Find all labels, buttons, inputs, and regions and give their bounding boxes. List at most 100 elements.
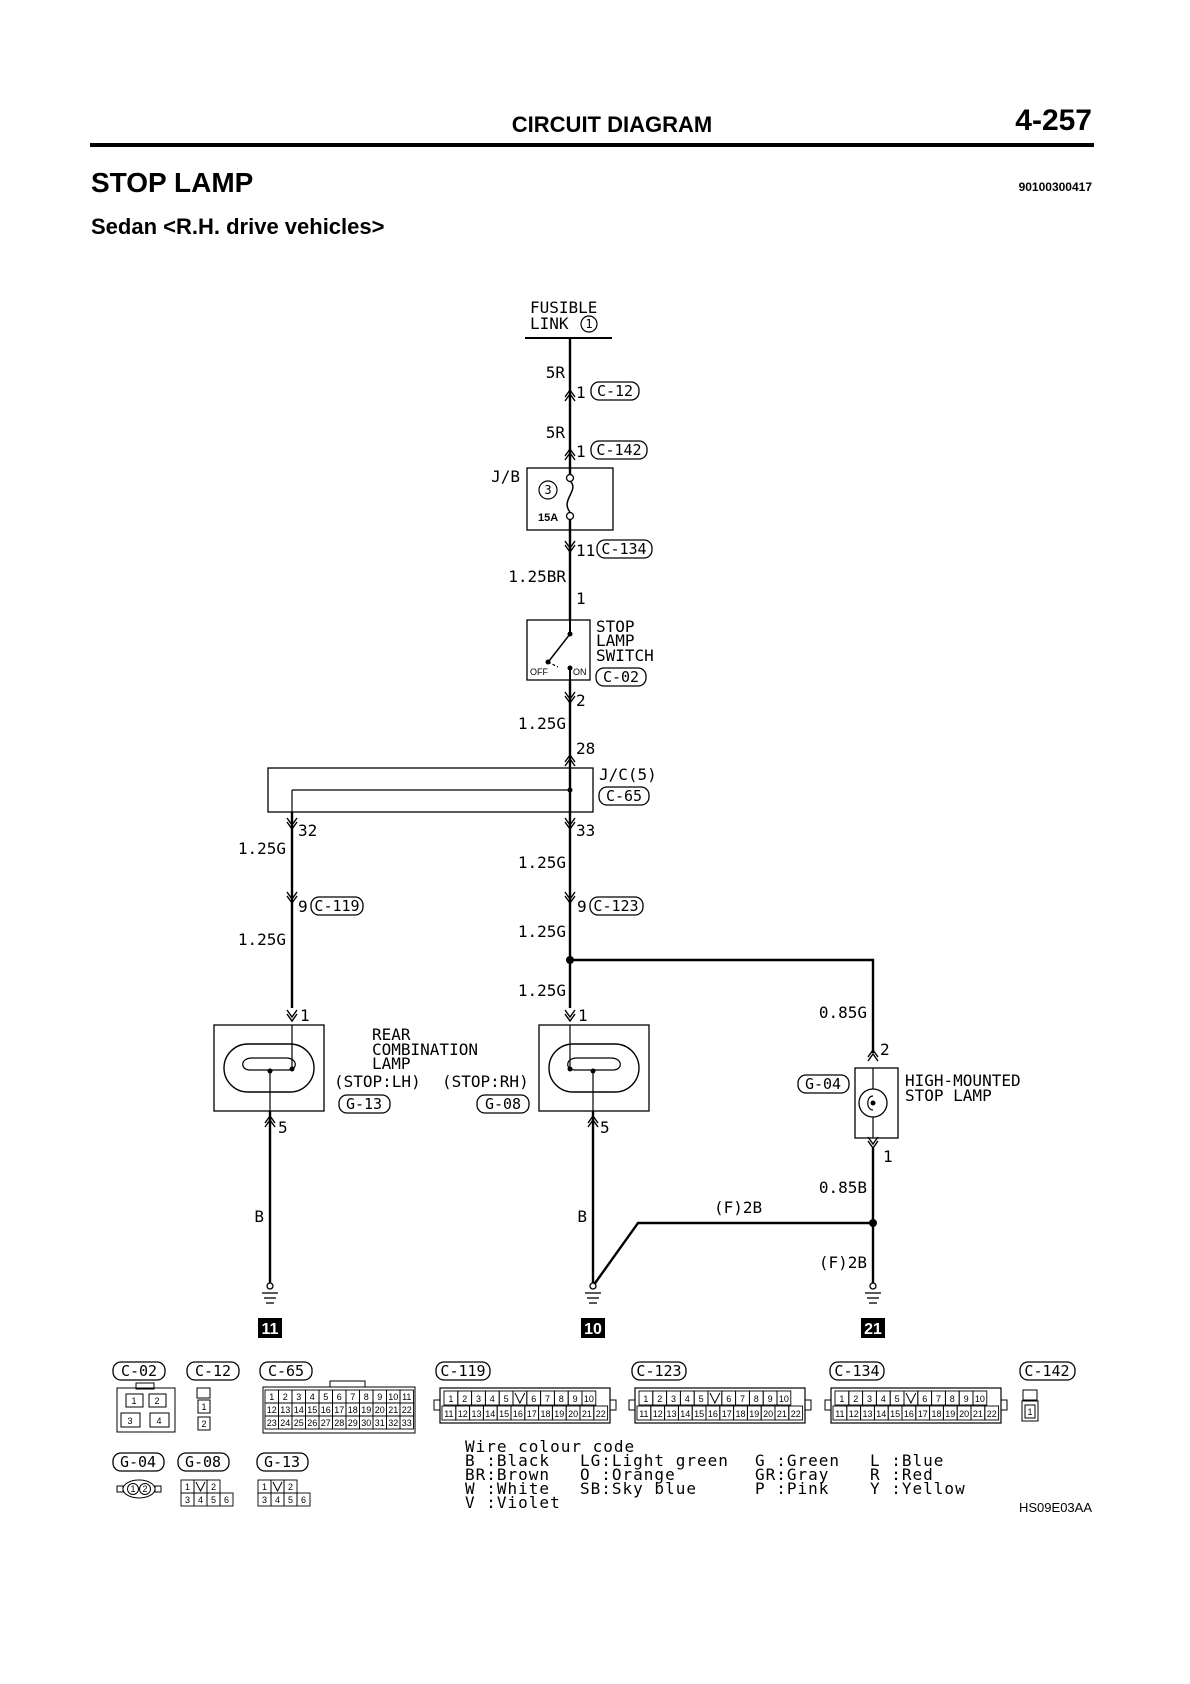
pin-lh-in: 1 xyxy=(300,1006,310,1025)
cv-label-c65: C-65 xyxy=(268,1362,304,1380)
wire-colour-entry: W :White xyxy=(465,1479,550,1498)
c119-pin: 13 xyxy=(471,1409,481,1419)
page-title: STOP LAMP xyxy=(91,167,253,198)
c65-pin: 32 xyxy=(388,1418,398,1428)
c123-pin: 15 xyxy=(694,1409,704,1419)
wire-label-rh-1: 1.25G xyxy=(518,853,566,872)
svg-text:21: 21 xyxy=(864,1321,882,1338)
g08-cell xyxy=(219,1492,234,1507)
c02-pin-2: 2 xyxy=(154,1396,159,1406)
pin-jc-right: 33 xyxy=(576,821,595,840)
lamp-rh-filament xyxy=(567,1057,621,1071)
joint-connector: J/C(5) xyxy=(267,765,657,813)
cv-label-g13: G-13 xyxy=(264,1453,300,1471)
c65-pin: 5 xyxy=(323,1392,328,1402)
fusible-link-label-1: FUSIBLE xyxy=(530,298,597,317)
c65-pin: 10 xyxy=(388,1392,398,1402)
c123-pin: 7 xyxy=(740,1394,745,1404)
c65-pin: 26 xyxy=(307,1418,317,1428)
c134-pin: 15 xyxy=(890,1409,900,1419)
c65-pin: 27 xyxy=(321,1418,331,1428)
c119-pin: 3 xyxy=(476,1394,481,1404)
g04-pin-1: 1 xyxy=(130,1484,135,1494)
c12-pin-1: 1 xyxy=(201,1402,206,1412)
c123-pin: 18 xyxy=(735,1409,745,1419)
rear-combination-lamp-rh xyxy=(538,1024,650,1112)
c123-pin: 21 xyxy=(777,1409,787,1419)
wire-colour-entry: O :Orange xyxy=(580,1465,676,1484)
ground-symbol-11 xyxy=(262,1282,278,1304)
g08-pin: 2 xyxy=(211,1482,216,1492)
cv-label-c123: C-123 xyxy=(636,1362,681,1380)
c119-pin: 12 xyxy=(458,1409,468,1419)
connector-arrows-left xyxy=(286,817,298,1023)
c134-pin: 7 xyxy=(936,1394,941,1404)
c65-pin: 31 xyxy=(375,1418,385,1428)
fuse-terminal-bottom xyxy=(565,511,575,521)
c123-pin: 6 xyxy=(726,1394,731,1404)
g13-cell xyxy=(296,1492,311,1507)
c65-pin: 21 xyxy=(388,1405,398,1415)
c134-latch-right xyxy=(1000,1399,1008,1411)
wire-colour-entry: GR:Gray xyxy=(755,1465,829,1484)
wire-label-lh-1: 1.25G xyxy=(238,839,286,858)
rear-lamp-label-3: LAMP xyxy=(372,1054,411,1073)
hm-lamp-label-2: STOP LAMP xyxy=(905,1086,992,1105)
switch-off-label: OFF xyxy=(530,667,548,677)
c65-pin: 29 xyxy=(348,1418,358,1428)
c134-pin: 2 xyxy=(853,1394,858,1404)
cv-label-c12: C-12 xyxy=(195,1362,231,1380)
cv-label-c142: C-142 xyxy=(1024,1362,1069,1380)
rear-lamp-label-rh: (STOP:RH) xyxy=(442,1072,529,1091)
wire-label-5r-2: 5R xyxy=(546,423,566,442)
c134-pin: 20 xyxy=(959,1409,969,1419)
connector-tag-c142: C-142 xyxy=(590,440,648,460)
c123-pin: 17 xyxy=(722,1409,732,1419)
high-mount-feed-wire xyxy=(570,958,875,1053)
svg-text:C-02: C-02 xyxy=(603,668,639,686)
c134-pin: 14 xyxy=(876,1409,886,1419)
cv-label-g04: G-04 xyxy=(120,1453,156,1471)
c123-cell xyxy=(776,1390,792,1406)
switch-label-3: SWITCH xyxy=(596,646,654,665)
switch-on-label: ON xyxy=(573,667,587,677)
wire-colour-title: Wire colour code xyxy=(465,1437,635,1456)
wire-colour-entry: P :Pink xyxy=(755,1479,829,1498)
c119-pin: 2 xyxy=(462,1394,467,1404)
connector-arrows-ground xyxy=(264,1114,599,1128)
c65-pin: 30 xyxy=(361,1418,371,1428)
c65-pin: 18 xyxy=(348,1405,358,1415)
c119-pin: 11 xyxy=(444,1409,453,1419)
c65-pin: 25 xyxy=(294,1418,304,1428)
c134-pin: 18 xyxy=(931,1409,941,1419)
pin-hm-in: 2 xyxy=(880,1040,890,1059)
c119-pin: 15 xyxy=(499,1409,509,1419)
connector-tag-c65: C-65 xyxy=(598,786,650,806)
wire-colour-entry: SB:Sky blue xyxy=(580,1479,697,1498)
pin-rh-out: 5 xyxy=(600,1118,610,1137)
wire-colour-entry: LG:Light green xyxy=(580,1451,729,1470)
wire-colour-entry: Y :Yellow xyxy=(870,1479,966,1498)
wire-label-ground-rh: B xyxy=(577,1207,587,1226)
ground-splice xyxy=(869,1219,877,1227)
c123-pin: 1 xyxy=(643,1394,648,1404)
connector-face-c12 xyxy=(196,1387,211,1431)
cv-label-c02: C-02 xyxy=(121,1362,157,1380)
jb-fuse-number: 3 xyxy=(544,483,551,497)
g13-pin: 4 xyxy=(275,1495,280,1505)
c123-pin: 13 xyxy=(666,1409,676,1419)
svg-text:C-65: C-65 xyxy=(606,787,642,805)
c65-pin: 13 xyxy=(280,1405,290,1415)
c123-pin: 22 xyxy=(791,1409,801,1419)
c123-key-notch xyxy=(709,1392,721,1405)
c119-pin: 21 xyxy=(582,1409,592,1419)
svg-text:C-142: C-142 xyxy=(596,441,641,459)
c65-pin: 9 xyxy=(377,1392,382,1402)
fuse-terminal-top xyxy=(565,473,575,483)
g04-pin-2: 2 xyxy=(142,1484,147,1494)
wire-label-f2b-1: (F)2B xyxy=(714,1198,762,1217)
